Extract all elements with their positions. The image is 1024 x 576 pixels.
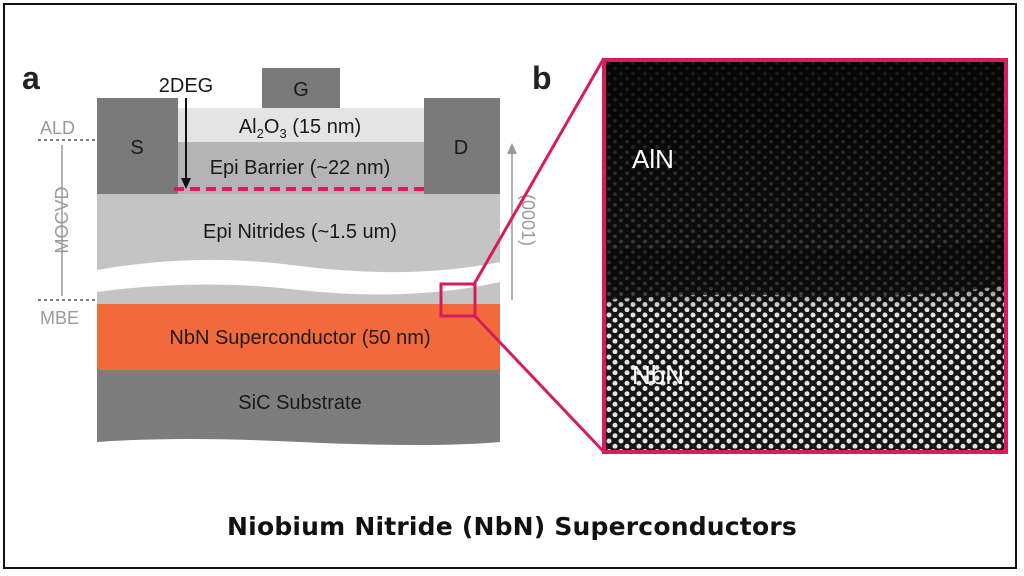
epi-nitrides-label: Epi Nitrides (~1.5 um) bbox=[203, 221, 397, 243]
al2o3-label: Al2O3 (15 nm) bbox=[239, 116, 361, 141]
orientation-label: (0001) bbox=[518, 194, 538, 246]
nbn-superconductor-label: NbN Superconductor (50 nm) bbox=[169, 327, 430, 349]
sic-substrate-layer bbox=[97, 370, 500, 445]
nbn-superconductor-layer bbox=[97, 304, 500, 370]
epi-nitrides-layer bbox=[97, 194, 500, 273]
2deg-label: 2DEG bbox=[159, 75, 213, 97]
source-contact bbox=[97, 98, 178, 194]
2deg-arrow-head bbox=[181, 178, 191, 189]
micrograph-border bbox=[602, 58, 1008, 454]
epi-barrier-layer bbox=[178, 142, 424, 194]
panel-a: a SiC Substrate NbN Superconductor (50 n… bbox=[22, 60, 538, 445]
epi-barrier-label: Epi Barrier (~22 nm) bbox=[210, 157, 391, 179]
zoom-connector-bottom bbox=[471, 312, 606, 454]
sic-substrate-label: SiC Substrate bbox=[238, 392, 361, 414]
mbe-label: MBE bbox=[40, 308, 79, 328]
haadf-micrograph bbox=[606, 62, 1004, 450]
zoom-connector-top bbox=[471, 57, 606, 287]
gate-contact bbox=[262, 68, 340, 108]
nitride-lower-section bbox=[97, 282, 500, 304]
panel-a-letter: a bbox=[22, 60, 40, 96]
panel-b-letter: b bbox=[532, 60, 552, 96]
al2o3-layer bbox=[178, 108, 424, 142]
figure-caption: Niobium Nitride (NbN) Superconductors bbox=[227, 512, 797, 541]
drain-contact bbox=[424, 98, 500, 194]
drain-label: D bbox=[454, 137, 468, 159]
nbn-label: NbN bbox=[632, 360, 684, 390]
aln-label: AlN bbox=[632, 144, 674, 174]
gate-label: G bbox=[293, 79, 309, 101]
mocvd-label: MOCVD bbox=[52, 187, 72, 254]
zoom-highlight-box bbox=[439, 282, 477, 318]
source-label: S bbox=[130, 137, 143, 159]
orientation-arrow-head bbox=[507, 143, 517, 154]
ald-label: ALD bbox=[40, 118, 75, 138]
panel-b: b AlN NbN bbox=[532, 58, 1008, 454]
